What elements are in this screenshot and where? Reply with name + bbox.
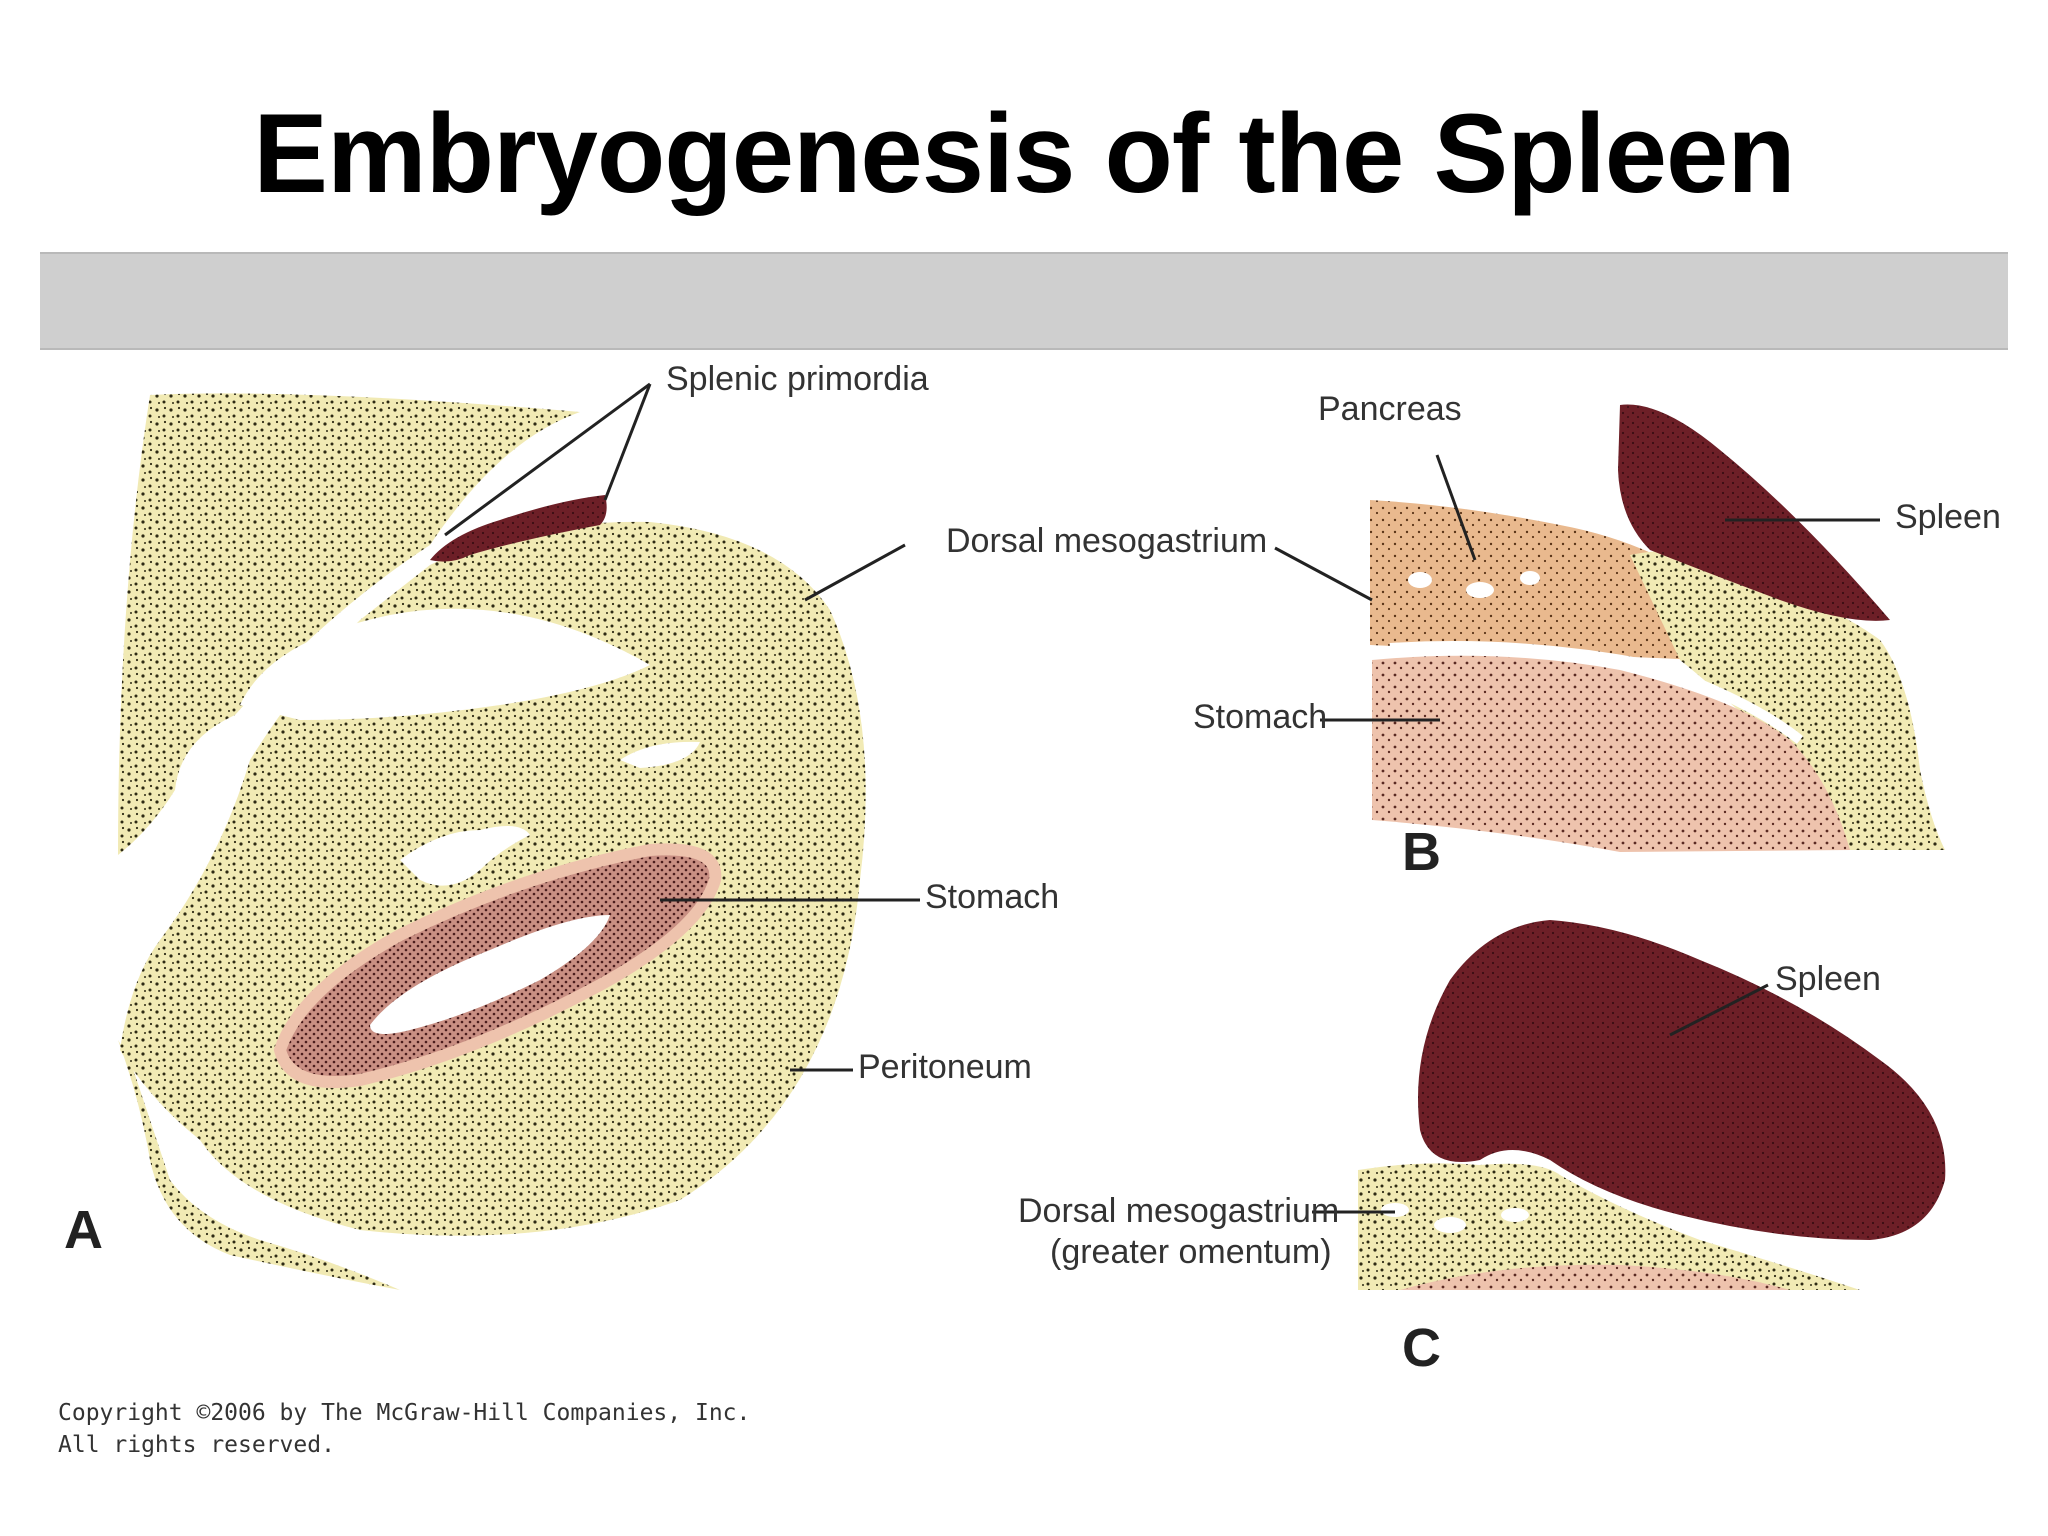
label-spleen-c: Spleen xyxy=(1775,960,1881,998)
pancreas-duct xyxy=(1466,582,1494,598)
stomach-lining-b xyxy=(1389,641,1804,744)
label-stomach: Stomach xyxy=(925,878,1059,916)
label-dorsal-mesogastrium: Dorsal mesogastrium xyxy=(946,522,1267,560)
splenic-primordia xyxy=(430,495,607,562)
lower-tissue xyxy=(118,1040,400,1290)
label-pancreas: Pancreas xyxy=(1318,390,1462,428)
spleen-b xyxy=(1618,404,1890,621)
copyright-line-1: Copyright ©2006 by The McGraw-Hill Compa… xyxy=(58,1400,750,1426)
leader-dorsal-mesogastrium-b xyxy=(1274,546,1373,602)
panel-a-drawing xyxy=(118,393,866,1290)
panel-b-drawing xyxy=(1370,404,1945,852)
label-dorsal-mesogastrium-c: Dorsal mesogastrium xyxy=(1018,1192,1339,1230)
pancreas-tissue xyxy=(1370,500,1710,660)
stomach-lumen xyxy=(370,915,610,1034)
leader-splenic-primordia xyxy=(603,383,652,501)
leader-pancreas xyxy=(1435,454,1477,561)
pancreas-duct xyxy=(1408,572,1432,588)
header-band xyxy=(40,252,2008,350)
omentum-vessel xyxy=(1434,1217,1466,1233)
body-wall-tissue xyxy=(118,393,580,855)
label-stomach-b: Stomach xyxy=(1193,698,1327,736)
label-greater-omentum: (greater omentum) xyxy=(1050,1233,1332,1271)
cavity xyxy=(620,741,700,768)
leader-splenic-primordia xyxy=(444,382,651,537)
pancreas-duct xyxy=(1520,571,1540,585)
label-splenic-primordia: Splenic primordia xyxy=(666,360,929,398)
panel-a-letter: A xyxy=(64,1200,103,1260)
cavity xyxy=(400,826,530,886)
stomach-tissue-b xyxy=(1372,655,1850,852)
leader-dorsal-mesogastrium xyxy=(804,543,906,602)
spleen-c xyxy=(1418,920,1946,1240)
cavity xyxy=(240,608,650,720)
panel-c-drawing xyxy=(1358,920,1946,1290)
omentum-tissue xyxy=(1358,1163,1860,1290)
omentum-vessel xyxy=(1381,1203,1409,1217)
leader-spleen-c xyxy=(1669,983,1769,1037)
mesogastrium-tissue-b xyxy=(1630,550,1945,850)
stomach-tissue-c xyxy=(1400,1264,1790,1290)
label-spleen-b: Spleen xyxy=(1895,498,2001,536)
copyright-line-2: All rights reserved. xyxy=(58,1432,335,1458)
panel-b-letter: B xyxy=(1402,822,1441,882)
label-peritoneum: Peritoneum xyxy=(858,1048,1032,1086)
omentum-vessel xyxy=(1501,1208,1529,1222)
embryology-figure: Splenic primordia Dorsal mesogastrium St… xyxy=(58,360,2001,1458)
slide-title: Embryogenesis of the Spleen xyxy=(253,91,1795,216)
panel-c-letter: C xyxy=(1402,1318,1441,1378)
